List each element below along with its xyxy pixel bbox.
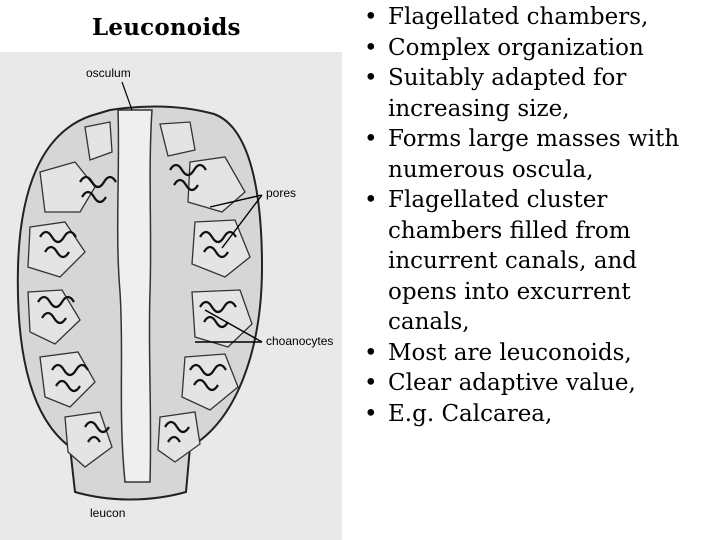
bullet-item: Clear adaptive value,	[362, 368, 712, 399]
bullet-item: Suitably adapted for increasing size,	[362, 63, 712, 124]
leucon-sponge-drawing	[16, 81, 264, 501]
osculum-pointer	[121, 81, 133, 111]
leucon-diagram: osculum pores choanocytes leucon	[0, 52, 342, 540]
diagram-caption: leucon	[90, 506, 126, 520]
bullet-item: Forms large masses with numerous oscula,	[362, 124, 712, 185]
osculum-label: osculum	[86, 66, 131, 80]
choanocyte-chambers	[37, 163, 237, 443]
choanocytes-pointer	[195, 309, 263, 343]
bullet-list: Flagellated chambers, Complex organizati…	[362, 2, 712, 429]
bullet-item: E.g. Calcarea,	[362, 399, 712, 430]
central-canal	[116, 109, 153, 483]
slide-title: Leuconoids	[92, 14, 241, 41]
choanocytes-label: choanocytes	[266, 334, 334, 348]
bullet-item: Complex organization	[362, 33, 712, 64]
pores-label: pores	[266, 186, 297, 200]
bullet-item: Flagellated cluster chambers filled from…	[362, 185, 712, 338]
bullet-item: Flagellated chambers,	[362, 2, 712, 33]
pores-pointer	[209, 194, 263, 249]
bullet-item: Most are leuconoids,	[362, 338, 712, 369]
